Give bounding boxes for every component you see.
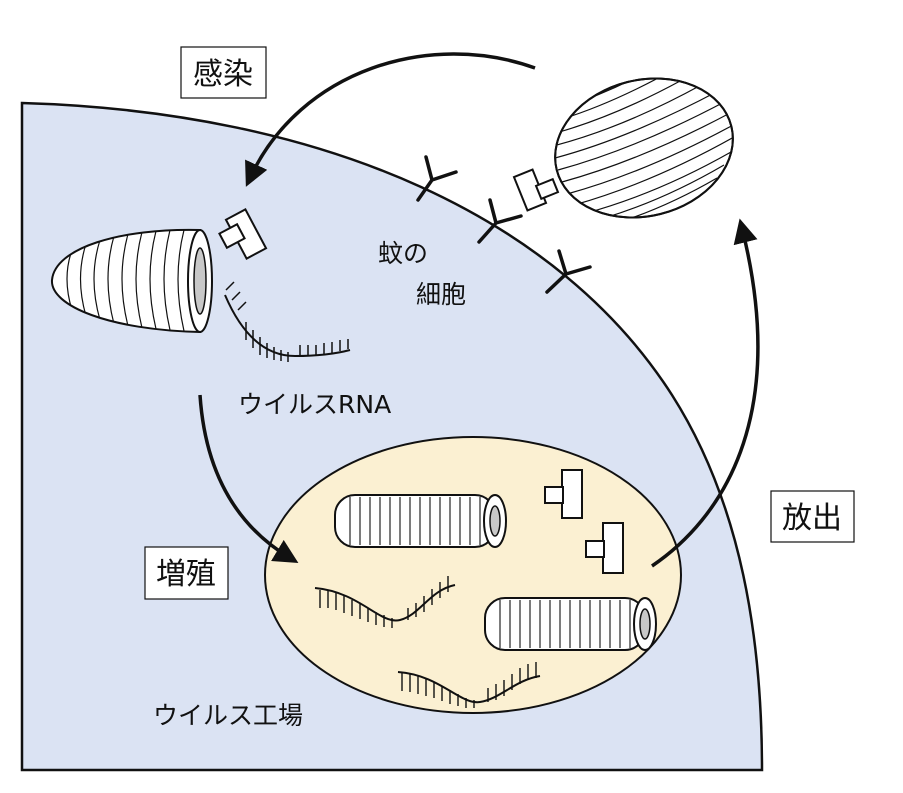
release-label: 放出 [782,501,842,536]
viral-rna-strand [224,281,351,362]
capsid-tube-2 [484,597,657,651]
mosquito-cell-label-line2: 細胞 [416,280,466,309]
infection-arrow [245,52,536,187]
replication-arrow [198,394,299,564]
spike-protein-factory-1 [544,469,583,519]
replication-label-box [144,546,229,600]
mosquito-cell-label-line1: 蚊の [378,239,428,268]
receptor-1 [416,155,458,202]
release-label-box [770,490,855,543]
mature-virion [551,75,736,227]
infection-label: 感染 [193,57,253,92]
virus-factory-label: ウイルス工場 [153,701,303,730]
release-arrow [651,218,760,568]
infection-label-box [180,46,267,99]
spike-protein-released [218,208,268,260]
viral-rna-factory-2 [397,662,541,708]
viral-rna-factory-1 [314,576,456,628]
virus-factory [264,436,682,714]
spike-protein-factory-2 [585,522,624,574]
uncoating-capsid [50,228,213,334]
receptor-3 [545,249,592,294]
capsid-tube-1 [334,494,507,548]
replication-label: 増殖 [156,557,216,592]
viral-rna-label: ウイルスRNA [238,390,391,419]
spike-protein-outside [512,168,560,212]
receptor-2 [477,198,523,244]
